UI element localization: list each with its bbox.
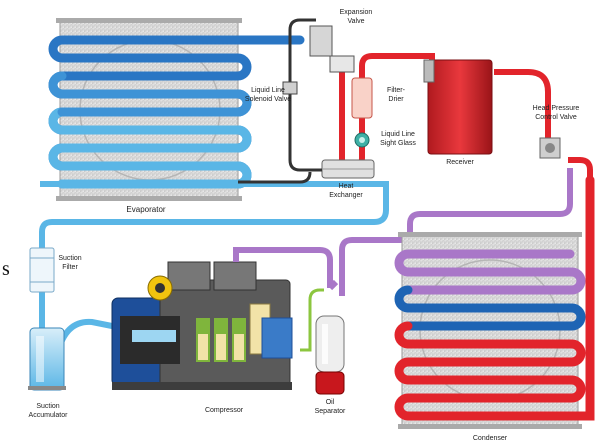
- receiver: Receiver: [424, 60, 492, 166]
- stray-character: s: [2, 258, 10, 280]
- suction-line-to-compressor: [58, 322, 112, 352]
- filter-drier-label: Filter-Drier: [387, 87, 406, 103]
- compressor-label: Compressor: [205, 407, 244, 414]
- filter-drier: Filter-Drier: [352, 78, 406, 118]
- compressor: Compressor: [112, 262, 292, 414]
- condenser-label: Condenser: [473, 435, 508, 442]
- liquid-line-from-condenser: [494, 72, 590, 180]
- liquid-line-receiver-to-drier: [362, 56, 432, 80]
- evaporator-label: Evaporator: [126, 205, 165, 214]
- condenser: Condenser: [398, 180, 590, 442]
- receiver-label: Receiver: [446, 159, 474, 166]
- evaporator-frame-top: [56, 18, 242, 23]
- evaporator-frame-bottom: [56, 196, 242, 201]
